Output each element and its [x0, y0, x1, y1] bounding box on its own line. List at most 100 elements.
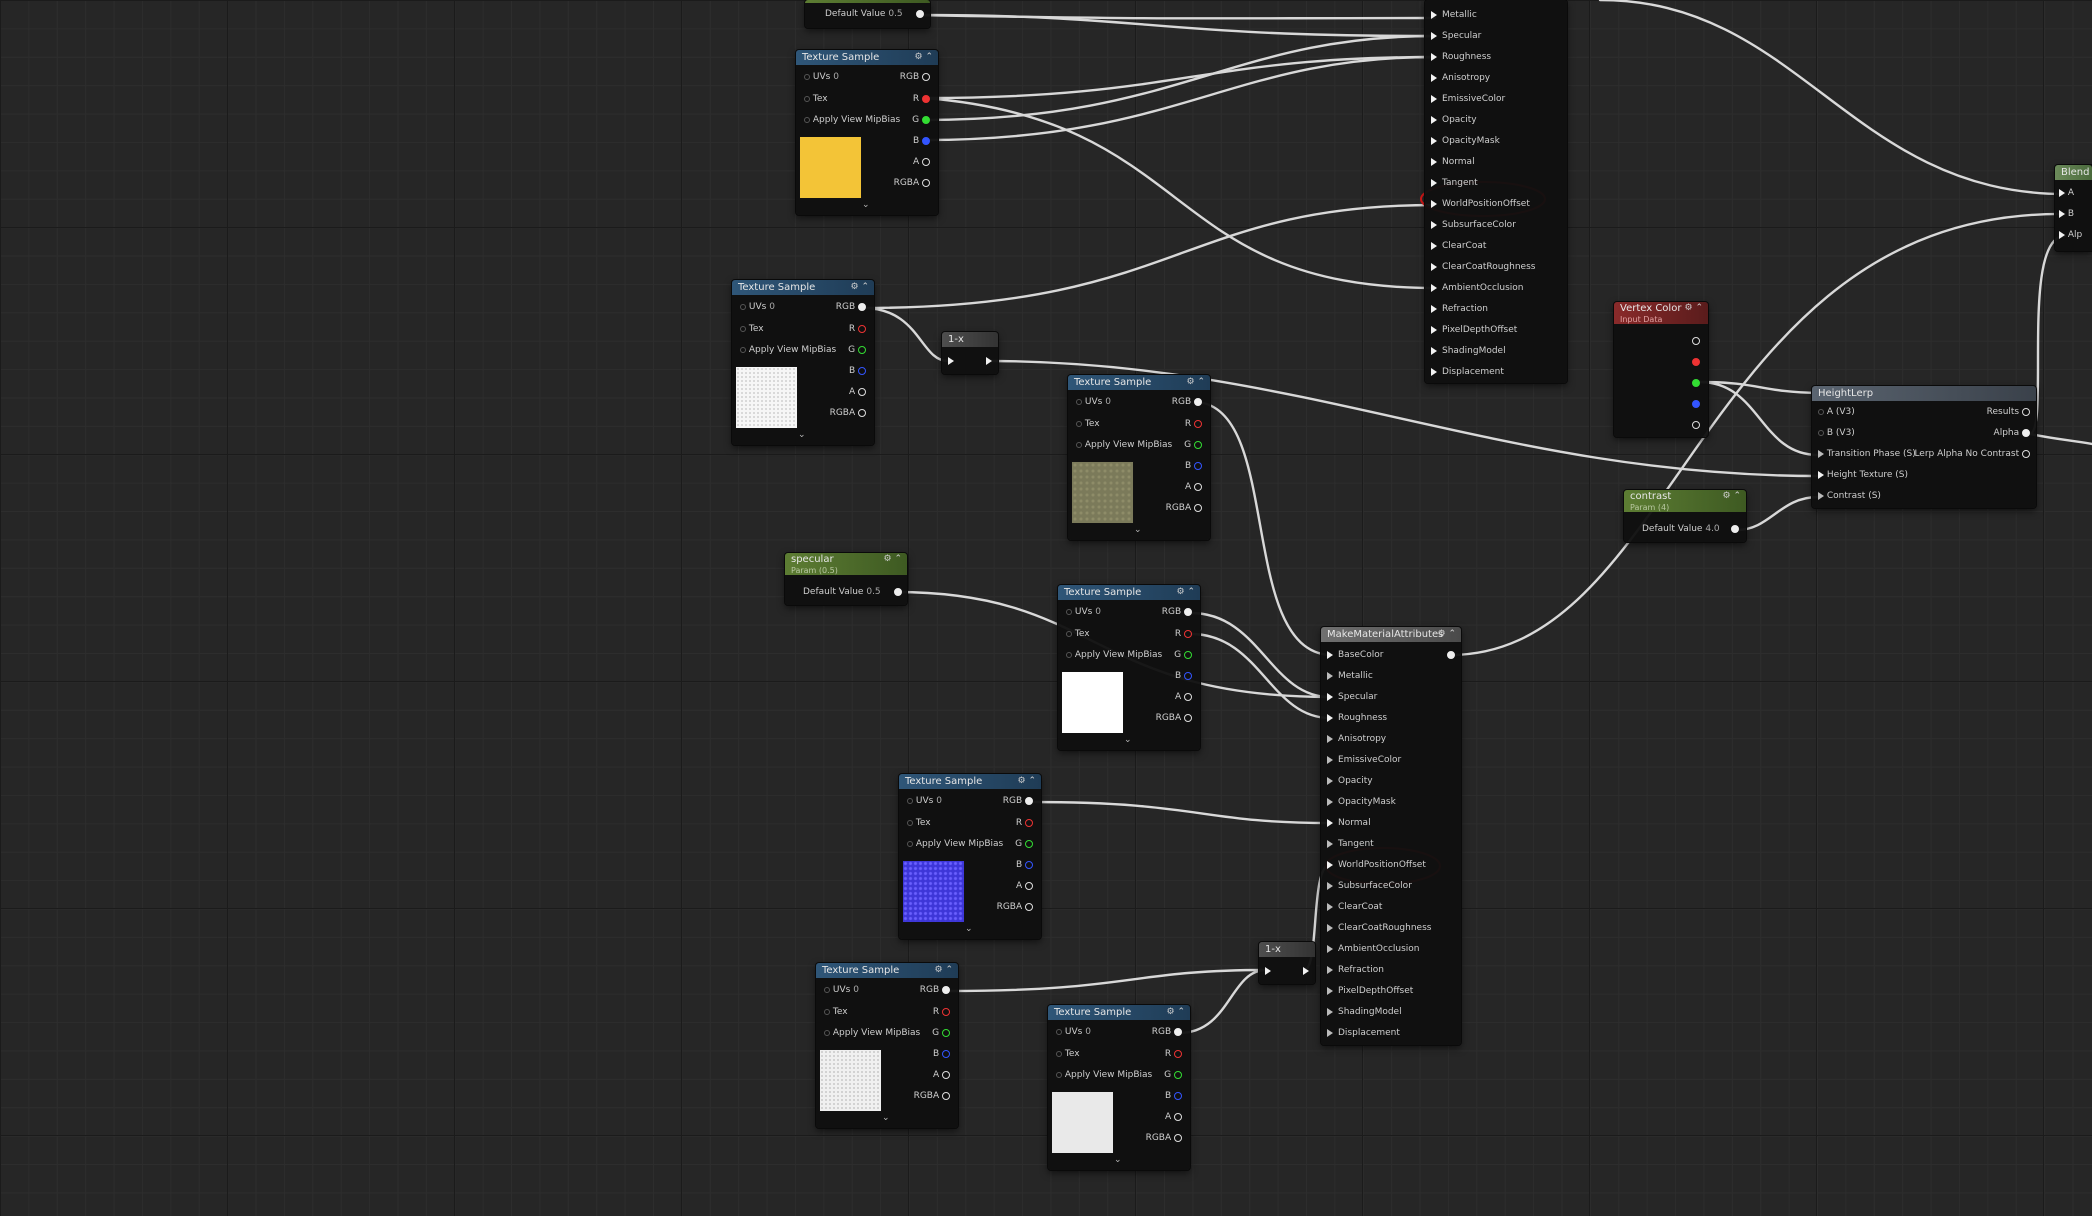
input-pin[interactable] — [1265, 966, 1271, 975]
input-pin[interactable] — [1431, 262, 1437, 271]
b-pin[interactable] — [1025, 860, 1033, 869]
chevron-down-icon[interactable]: ⌄ — [965, 924, 973, 934]
node-controls[interactable]: ⚙ ⌃ — [1166, 1007, 1185, 1017]
rgb-pin[interactable] — [1025, 796, 1033, 805]
chevron-down-icon[interactable]: ⌄ — [1114, 1155, 1122, 1165]
make-attrs-input-row[interactable]: Specular — [1327, 690, 1377, 704]
node-controls[interactable]: ⚙ ⌃ — [1186, 377, 1205, 387]
a-pin[interactable] — [942, 1070, 950, 1079]
make-attrs-input-row[interactable]: Displacement — [1327, 1026, 1400, 1040]
make-attrs-input-row[interactable]: ClearCoat — [1327, 900, 1382, 914]
mip-pin[interactable] — [804, 116, 810, 123]
material-input-row[interactable]: Tangent — [1431, 176, 1478, 190]
alpha-input-pin[interactable] — [2059, 230, 2065, 239]
rgb-pin[interactable] — [922, 72, 930, 81]
tex-pin[interactable] — [824, 1008, 830, 1015]
b-input-pin[interactable] — [2059, 209, 2065, 218]
input-pin[interactable] — [1327, 1028, 1333, 1037]
uvs-value[interactable]: 0 — [1105, 397, 1111, 407]
g-pin[interactable] — [858, 345, 866, 354]
rgb-pin[interactable] — [942, 985, 950, 994]
material-input-row[interactable]: ClearCoatRoughness — [1431, 260, 1535, 274]
rgb-pin[interactable] — [1184, 607, 1192, 616]
g-pin[interactable] — [1174, 1070, 1182, 1079]
a-pin[interactable] — [858, 387, 866, 396]
uvs-pin[interactable] — [1076, 398, 1082, 405]
rgba-pin[interactable] — [922, 178, 930, 187]
chevron-down-icon[interactable]: ⌄ — [862, 200, 870, 210]
contrast-input-pin[interactable] — [1818, 491, 1824, 500]
b-input-pin[interactable] — [1818, 429, 1824, 436]
input-pin[interactable] — [1327, 650, 1333, 659]
input-pin[interactable] — [1431, 199, 1437, 208]
a-pin[interactable] — [1194, 482, 1202, 491]
input-pin[interactable] — [1431, 283, 1437, 292]
texture-sample-node-noise[interactable]: Texture Sample⚙ ⌃ UVs 0 Tex Apply View M… — [732, 280, 874, 445]
texture-sample-node-grey[interactable]: Texture Sample⚙ ⌃ UVs 0 Tex Apply View M… — [1048, 1005, 1190, 1170]
make-attrs-input-row[interactable]: OpacityMask — [1327, 795, 1396, 809]
uvs-pin[interactable] — [824, 986, 830, 993]
material-input-row[interactable]: Specular — [1431, 29, 1481, 43]
input-pin[interactable] — [1431, 304, 1437, 313]
a-pin[interactable] — [1184, 692, 1192, 701]
input-pin[interactable] — [1431, 325, 1437, 334]
g-pin[interactable] — [1184, 650, 1192, 659]
a-pin[interactable] — [1692, 420, 1700, 429]
make-attrs-input-row[interactable]: Anisotropy — [1327, 732, 1386, 746]
rgba-pin[interactable] — [1174, 1133, 1182, 1142]
g-pin[interactable] — [1692, 378, 1700, 387]
results-output-pin[interactable] — [2022, 407, 2030, 416]
uvs-value[interactable]: 0 — [1095, 607, 1101, 617]
rgba-pin[interactable] — [1184, 713, 1192, 722]
input-pin[interactable] — [1431, 52, 1437, 61]
tex-pin[interactable] — [1066, 630, 1072, 637]
material-input-row[interactable]: ShadingModel — [1431, 344, 1506, 358]
input-pin[interactable] — [1327, 755, 1333, 764]
make-attrs-input-row[interactable]: SubsurfaceColor — [1327, 879, 1412, 893]
rgba-pin[interactable] — [1025, 902, 1033, 911]
uvs-pin[interactable] — [740, 303, 746, 310]
input-pin[interactable] — [1431, 115, 1437, 124]
r-pin[interactable] — [1174, 1049, 1182, 1058]
default-value-field[interactable]: 4.0 — [1705, 524, 1720, 534]
tex-pin[interactable] — [804, 95, 810, 102]
node-controls[interactable]: ⚙ ⌃ — [883, 554, 902, 564]
b-pin[interactable] — [858, 366, 866, 375]
tex-pin[interactable] — [1076, 420, 1082, 427]
a-input-pin[interactable] — [1818, 408, 1824, 415]
input-pin[interactable] — [1431, 241, 1437, 250]
node-controls[interactable]: ⚙ ⌃ — [1437, 629, 1456, 639]
r-pin[interactable] — [1184, 629, 1192, 638]
height-lerp-node[interactable]: HeightLerp A (V3) B (V3) Transition Phas… — [1812, 386, 2036, 508]
rgb-pin[interactable] — [858, 302, 866, 311]
node-controls[interactable]: ⚙ ⌃ — [1684, 303, 1703, 313]
make-attrs-input-row[interactable]: ClearCoatRoughness — [1327, 921, 1431, 935]
b-pin[interactable] — [1692, 399, 1700, 408]
g-pin[interactable] — [1194, 440, 1202, 449]
input-pin[interactable] — [948, 356, 954, 365]
input-pin[interactable] — [1327, 986, 1333, 995]
material-input-row[interactable]: EmissiveColor — [1431, 92, 1505, 106]
texture-sample-node-moss[interactable]: Texture Sample⚙ ⌃ UVs 0 Tex Apply View M… — [1068, 375, 1210, 540]
chevron-down-icon[interactable]: ⌄ — [1124, 735, 1132, 745]
node-controls[interactable]: ⚙ ⌃ — [914, 52, 933, 62]
phase-input-pin[interactable] — [1818, 449, 1824, 458]
a-pin[interactable] — [1025, 881, 1033, 890]
input-pin[interactable] — [1327, 818, 1333, 827]
b-pin[interactable] — [922, 136, 930, 145]
material-input-row[interactable]: Roughness — [1431, 50, 1491, 64]
rgb-pin[interactable] — [1194, 397, 1202, 406]
output-pin[interactable] — [1303, 966, 1309, 975]
input-pin[interactable] — [1431, 31, 1437, 40]
material-input-row[interactable]: Displacement — [1431, 365, 1504, 379]
output-pin[interactable] — [915, 9, 924, 18]
rgba-pin[interactable] — [942, 1091, 950, 1100]
make-attrs-input-row[interactable]: Normal — [1327, 816, 1371, 830]
output-pin[interactable] — [1730, 524, 1739, 533]
node-controls[interactable]: ⚙ ⌃ — [1176, 587, 1195, 597]
a-pin[interactable] — [1174, 1112, 1182, 1121]
input-pin[interactable] — [1327, 944, 1333, 953]
input-pin[interactable] — [1431, 178, 1437, 187]
b-pin[interactable] — [1174, 1091, 1182, 1100]
output-pin[interactable] — [986, 356, 992, 365]
